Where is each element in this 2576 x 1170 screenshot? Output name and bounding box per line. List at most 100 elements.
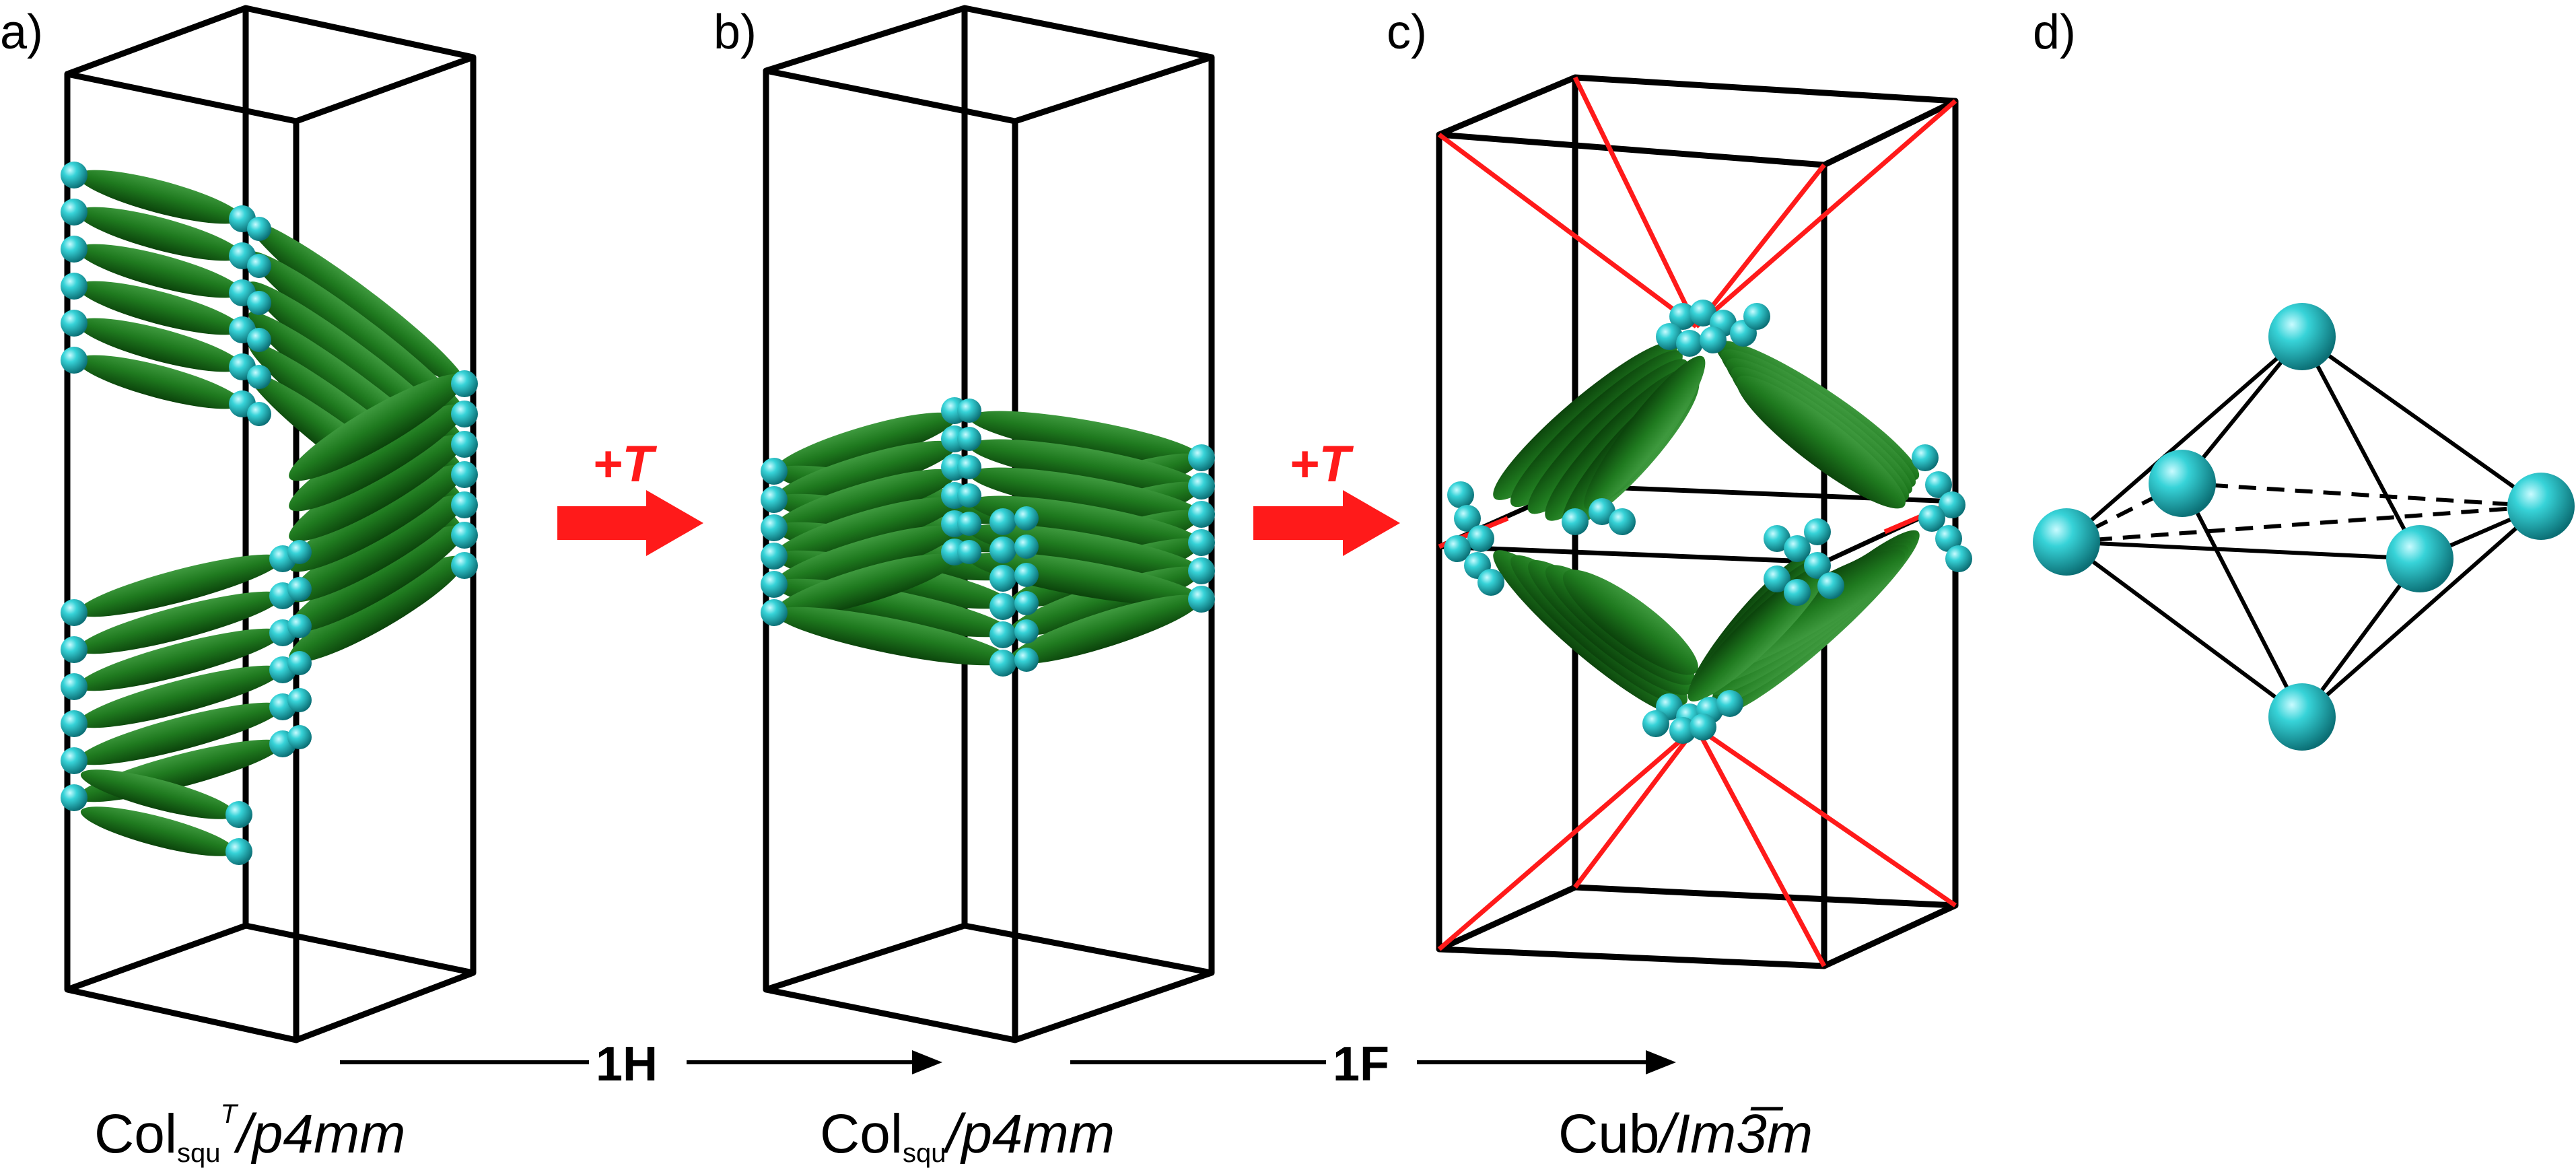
sphere-group [61,162,88,188]
sphere-group [225,838,252,865]
rod-molecule [1736,376,1906,509]
sphere-group [247,328,271,352]
sphere-group [61,236,88,263]
sphere-group [1935,525,1962,552]
rod-molecule [289,555,465,663]
rod-molecule [80,769,236,819]
rod-molecule [289,374,465,481]
octahedron [2065,335,2542,719]
sphere-group [1444,535,1471,562]
phase-label-c: Cub/Im3̅m [1558,1103,1813,1165]
sphere-group [1447,481,1474,508]
sphere-group [1014,563,1039,587]
sphere-group [1188,473,1215,500]
sphere-group [761,599,788,626]
sphere-group [989,593,1016,620]
rod-molecule [248,221,465,385]
sphere-group [1188,501,1215,528]
sphere-group [61,599,88,626]
sphere-group [761,486,788,513]
sphere-group [247,217,271,241]
rod-molecule [969,467,1202,521]
sphere-group [61,199,88,226]
sphere-group [1014,648,1039,672]
compound-arrow-2: 1F [1070,1037,1676,1091]
sphere-group [1609,508,1636,535]
rod-molecule [77,665,283,728]
rod-molecule [1584,355,1705,510]
sphere-group [1477,569,1504,596]
sphere-group [287,540,312,564]
sphere-group [451,370,478,397]
sphere-group [451,431,478,458]
sphere-group [1676,330,1703,357]
sphere-group [287,614,312,638]
sphere-group [1690,300,1716,326]
octahedron-vertices [2033,303,2575,751]
sphere-group [1939,491,1965,518]
panel-label-b: b) [713,5,757,59]
sphere-group [225,801,252,828]
sphere-group [761,514,788,541]
rod-molecule [773,553,956,618]
temperature-arrow-1: +T [557,436,703,556]
sphere-group [989,537,1016,563]
rod-molecule [773,497,956,561]
sphere-group [1188,557,1215,584]
rod-molecule [289,464,465,572]
sphere-group [451,461,478,488]
sphere-group [989,621,1016,648]
rod-molecule [773,412,956,477]
sphere-group [1014,506,1039,530]
sphere-group [1764,565,1790,592]
rod-molecule [773,525,956,590]
rod-molecule [77,207,243,261]
sphere-group [247,254,271,278]
sphere-group [989,650,1016,677]
rod-molecule [80,806,236,856]
sphere-group [451,552,478,579]
sphere-group [287,651,312,675]
rod-molecule [1562,570,1698,675]
sphere-group [61,673,88,700]
sphere-group [1188,586,1215,613]
panel-label-d: d) [2033,5,2076,59]
sphere-group [61,347,88,374]
molecule-assembly-b [761,397,1215,677]
molecule-assembly-a [61,162,478,865]
sphere-group [1817,572,1844,599]
phase-label-a: ColsquT/p4mm [94,1099,406,1168]
sphere-group [989,565,1016,592]
rod-molecule [77,281,243,335]
sphere-group [61,710,88,737]
phase-label-b: Colsqu/p4mm [820,1103,1115,1168]
sphere-group [761,458,788,485]
rod-molecule [289,434,465,542]
sphere-group [761,571,788,598]
sphere-group [1804,518,1831,545]
rod-molecule [773,469,956,533]
sphere-group [1014,535,1039,559]
sphere-group [1669,303,1696,330]
sphere-group [287,577,312,601]
compound-arrow-1: 1H [340,1037,942,1091]
sphere-group [1912,444,1939,471]
sphere-group [1784,535,1811,562]
rod-molecule [77,318,243,372]
sphere-group [957,483,981,508]
diagonals-c [1437,76,1957,967]
sphere-group [989,508,1016,535]
sphere-group [247,291,271,315]
sphere-group [1784,579,1811,606]
sphere-group [1589,498,1615,525]
sphere-group [1743,303,1770,330]
sphere-group [61,784,88,811]
compound-label-1f: 1F [1333,1037,1389,1091]
sphere-group [61,636,88,663]
sphere-group [957,540,981,564]
sphere-group [1945,545,1972,572]
sphere-group [1454,505,1481,532]
rod-molecule [289,404,465,512]
molecule-assembly-c [1444,300,1972,744]
compound-label-1h: 1H [596,1037,658,1091]
